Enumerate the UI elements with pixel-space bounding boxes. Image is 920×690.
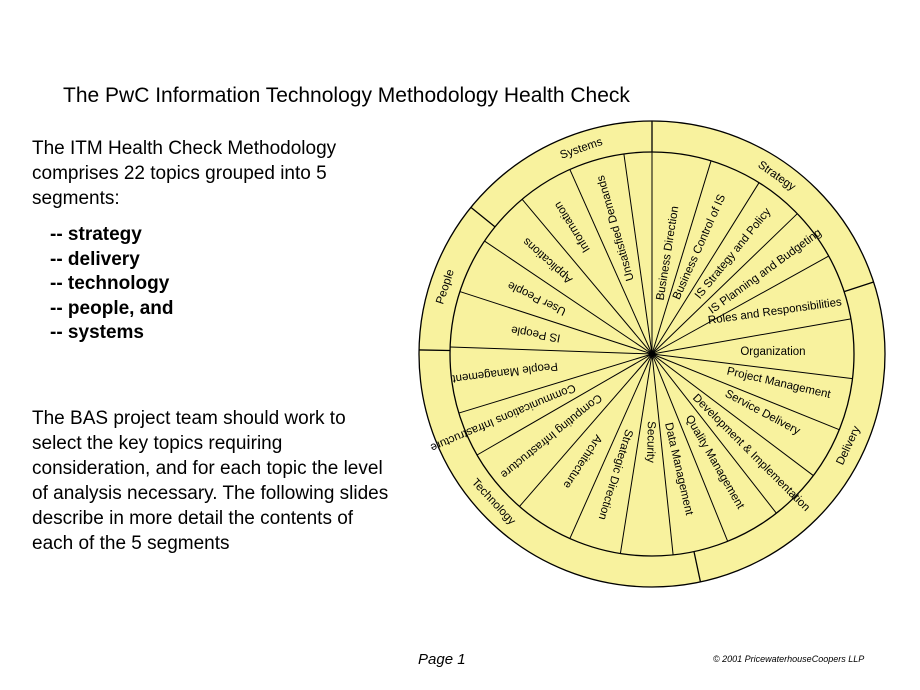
footer-decoration: ˙ ˙ ˙˙ ˙˙ ˙ ˙˙ ˙˙˙ ˙˙ ˙˙ ˙˙ ˙ ˙˙ ˙ ˙˙˙ ˙ [46,654,239,662]
topic-divider [651,353,777,514]
topic-divider [521,198,653,355]
segment-list-item: -- systems [50,322,144,343]
segment-list-item: -- people, and [50,297,174,319]
topic-label: Security [644,421,657,463]
topic-divider [519,353,653,507]
segments-list: -- strategy -- delivery -- technology --… [50,223,174,346]
topic-divider [459,291,653,355]
topic-divider [623,153,653,355]
topic-divider [651,353,840,431]
topic-divider [651,160,712,355]
segment-divider [470,206,496,228]
copyright-text: © 2001 PricewaterhouseCoopers LLP [713,654,865,664]
topic-divider [450,346,653,355]
page-number: Page 1 [418,651,466,668]
topic-divider [458,353,653,414]
topic-divider [619,353,653,554]
topic-divider [651,255,829,355]
topic-divider [651,213,798,355]
page-title: The PwC Information Technology Methodolo… [63,84,630,107]
segment-list-item: -- strategy [50,224,142,245]
segment-divider [693,551,702,583]
wheel-hub [649,351,655,357]
topic-divider [651,353,814,476]
outro-text: The BAS project team should work to sele… [32,408,389,554]
segment-divider [843,281,874,293]
intro-text: The ITM Health Check Methodology compris… [32,138,337,209]
topic-divider [569,353,653,539]
topic-divider [651,353,674,555]
topic-divider [484,240,653,355]
topic-divider [651,353,729,542]
topic-divider [569,169,653,355]
segment-list-item: -- technology [50,273,170,294]
segment-divider [419,349,451,352]
topic-divider [651,318,852,355]
segment-list-item: -- delivery [50,248,140,270]
topic-divider [476,353,653,456]
topic-label: Organization [740,346,805,358]
topic-divider [651,182,760,355]
topic-divider [651,353,853,380]
